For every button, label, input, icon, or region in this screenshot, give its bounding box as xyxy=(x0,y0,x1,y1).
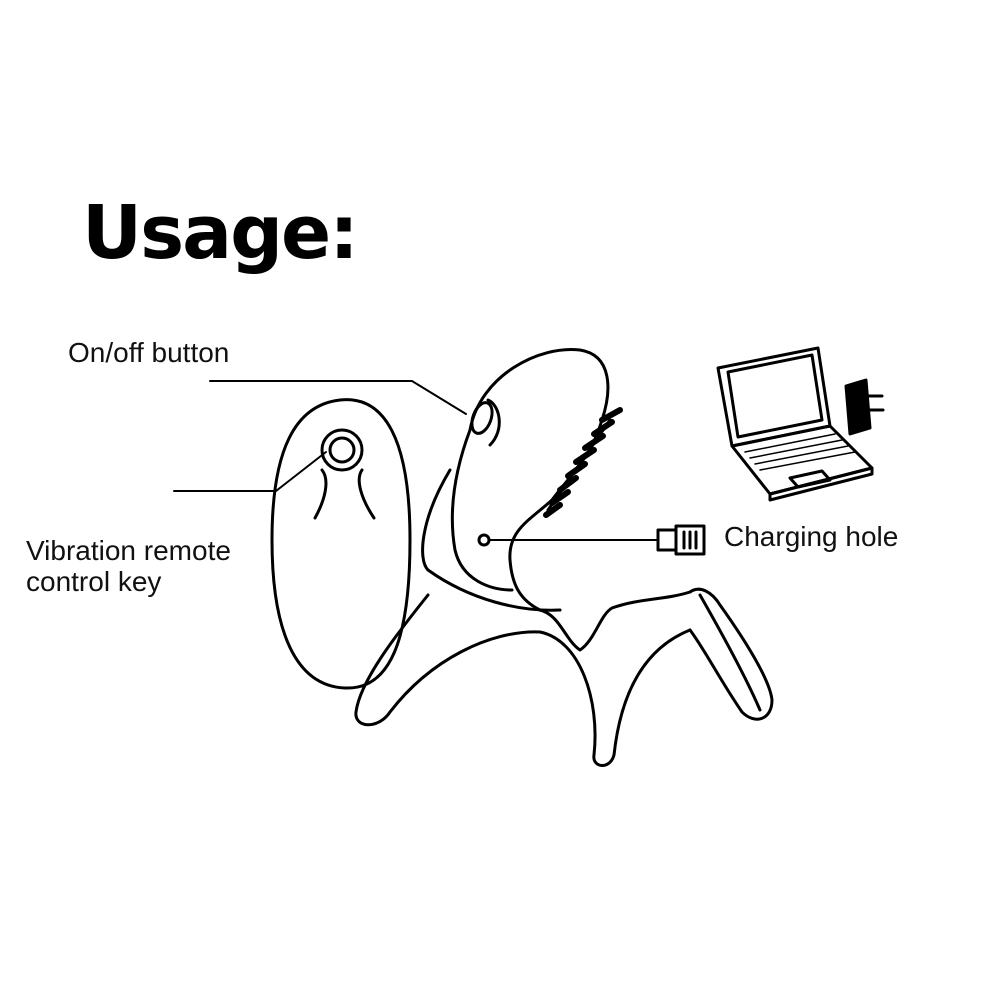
remote-control-icon xyxy=(270,398,412,690)
power-adapter-icon xyxy=(844,378,885,436)
vibration-remote-label-line2: control key xyxy=(26,565,162,597)
charging-hole-label: Charging hole xyxy=(724,521,899,552)
vibration-remote-label: Vibration remote control key xyxy=(26,535,231,598)
laptop-icon xyxy=(716,346,874,502)
vibration-remote-label-line1: Vibration remote xyxy=(26,535,231,566)
usb-plug-icon xyxy=(656,524,706,556)
page-title: Usage: xyxy=(82,190,359,276)
device-icon xyxy=(354,347,774,767)
on-off-button-label: On/off button xyxy=(68,337,230,368)
